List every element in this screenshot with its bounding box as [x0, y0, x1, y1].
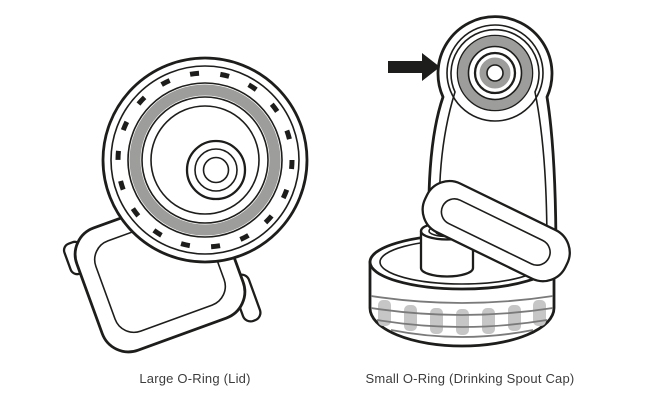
small-oring-spout-figure	[330, 0, 664, 377]
cap-mouth-hole	[486, 64, 504, 82]
grip-notches	[115, 70, 295, 250]
base-ribs	[370, 295, 554, 338]
oring-outer-line	[127, 82, 283, 238]
small-oring	[458, 36, 532, 110]
spout-opening-mid	[194, 148, 238, 192]
spout-opening	[185, 139, 247, 201]
spout-opening-hole	[202, 156, 230, 184]
large-oring-lid-figure	[20, 0, 340, 377]
carry-handle	[421, 179, 571, 283]
cap-mouth-shading	[479, 57, 511, 89]
small-oring-inner-line	[467, 45, 523, 101]
oring-inner-line	[141, 96, 269, 224]
cap-face-rim	[446, 24, 544, 122]
lid-rim-line	[110, 65, 300, 255]
right-caption: Small O-Ring (Drinking Spout Cap)	[365, 371, 575, 386]
spout-cap-face	[446, 24, 544, 122]
handle-hole	[440, 198, 551, 266]
lid-top	[101, 56, 309, 264]
lid-inner-wall	[150, 105, 260, 215]
pointer-arrow	[388, 53, 440, 81]
small-oring-outer-line	[456, 34, 534, 112]
large-oring	[129, 84, 281, 236]
lid-illustration	[62, 56, 309, 354]
spout-cap-illustration	[368, 15, 571, 348]
left-caption: Large O-Ring (Lid)	[139, 371, 251, 386]
flip-cap-inner-line	[438, 28, 548, 251]
